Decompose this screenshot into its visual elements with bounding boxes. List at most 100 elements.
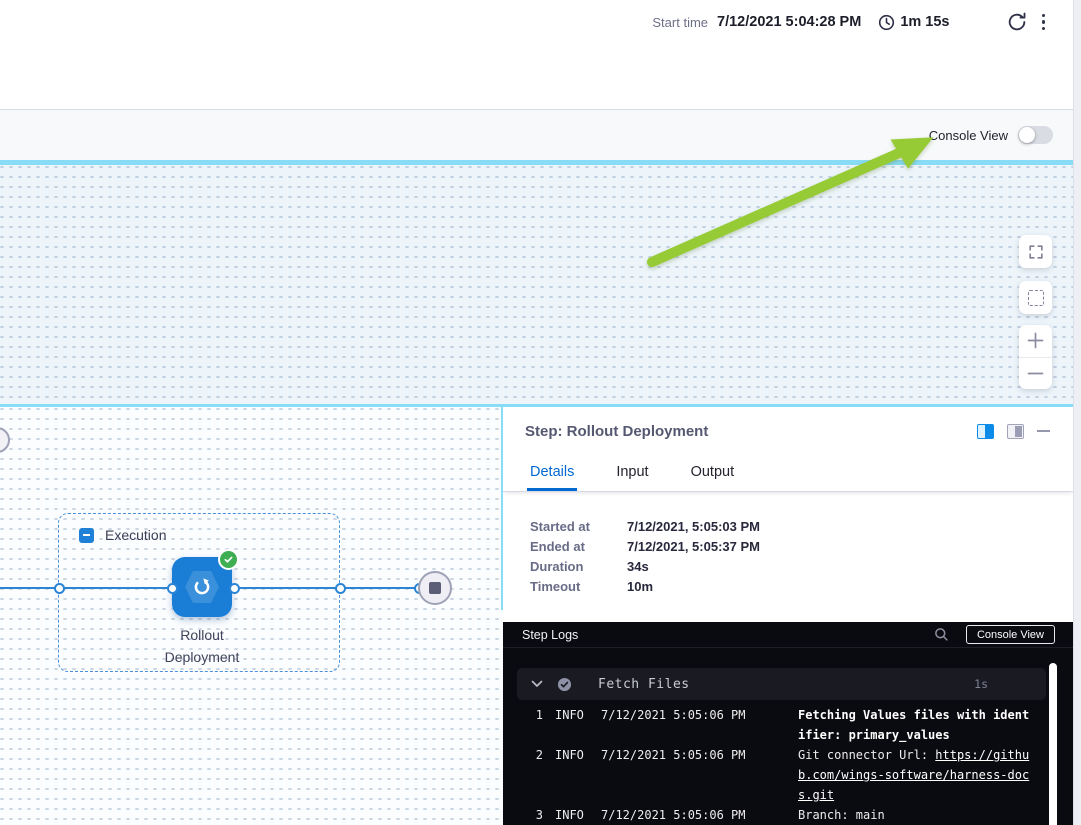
refresh-button[interactable] <box>1006 11 1028 33</box>
check-circle-icon <box>557 677 572 692</box>
log-group-row[interactable]: Fetch Files 1s <box>517 668 1046 700</box>
success-badge <box>218 549 239 570</box>
start-time-label: Start time <box>652 14 709 30</box>
log-timestamp: 7/12/2021 5:05:06 PM <box>601 748 746 762</box>
rollout-icon <box>190 575 214 599</box>
stop-icon <box>429 582 441 594</box>
pipeline-canvas-lower[interactable]: Execution Rollout Deployment <box>0 407 503 825</box>
zoom-controls <box>1019 325 1052 389</box>
zoom-out-icon <box>1027 365 1044 382</box>
detail-label: Timeout <box>530 579 581 594</box>
select-area-button[interactable] <box>1019 281 1052 314</box>
log-timestamp: 7/12/2021 5:05:06 PM <box>601 708 746 722</box>
elapsed-value: 1m 15s <box>900 14 950 30</box>
log-line: 2 INFO 7/12/2021 5:05:06 PM Git connecto… <box>503 745 1074 805</box>
chevron-down-icon[interactable] <box>531 680 543 688</box>
log-message: Fetching Values files with identifier: p… <box>798 705 1036 745</box>
detail-label: Started at <box>530 519 590 534</box>
fullscreen-button[interactable] <box>1019 235 1052 268</box>
page-scrollbar-track[interactable] <box>1073 0 1081 825</box>
clock-icon <box>878 14 895 31</box>
step-logs-actions: Console View <box>934 625 1055 644</box>
minimize-panel-button[interactable] <box>1037 429 1050 433</box>
detail-value: 7/12/2021, 5:05:37 PM <box>627 539 760 554</box>
detail-label: Duration <box>530 559 584 574</box>
detail-value: 7/12/2021, 5:05:03 PM <box>627 519 760 534</box>
log-console-view-button[interactable]: Console View <box>965 625 1055 644</box>
kebab-icon <box>1041 20 1045 24</box>
detail-row: Started at 7/12/2021, 5:05:03 PM <box>530 520 1074 534</box>
rollout-deployment-node[interactable] <box>172 549 239 617</box>
panel-header: Step: Rollout Deployment <box>503 407 1074 455</box>
pipeline-end-node[interactable] <box>418 571 452 605</box>
log-level: INFO <box>555 808 584 822</box>
zoom-in-icon <box>1027 332 1044 349</box>
log-line-number: 3 <box>535 808 543 822</box>
detail-row: Duration 34s <box>530 560 1074 574</box>
console-view-toggle[interactable] <box>1018 126 1053 144</box>
step-logs-panel: Step Logs Console View Fetch <box>503 622 1074 825</box>
log-message-text: Git connector Url: <box>798 748 936 762</box>
step-logs-header: Step Logs Console View <box>503 622 1074 648</box>
kebab-icon <box>1041 26 1045 31</box>
log-message: Branch: main <box>798 805 1036 825</box>
detail-value: 34s <box>627 559 649 574</box>
zoom-in-button[interactable] <box>1019 325 1052 357</box>
log-timestamp: 7/12/2021 5:05:06 PM <box>601 808 746 822</box>
execution-header: Start time 7/12/2021 5:04:28 PM 1m 15s <box>0 0 1081 110</box>
divider <box>1019 356 1052 358</box>
kebab-icon <box>1041 13 1045 18</box>
log-scrollbar[interactable] <box>1049 663 1057 825</box>
log-line: 1 INFO 7/12/2021 5:05:06 PM Fetching Val… <box>503 705 1074 745</box>
detail-row: Ended at 7/12/2021, 5:05:37 PM <box>530 540 1074 554</box>
log-message-text: Branch: main <box>798 808 885 822</box>
node-label: Rollout Deployment <box>164 627 240 665</box>
panel-header-icons <box>977 423 1050 439</box>
split-pane-right-icon[interactable] <box>977 423 994 439</box>
split-pane-bottom-icon[interactable] <box>1007 423 1024 439</box>
expand-icon <box>1028 244 1044 260</box>
log-level: INFO <box>555 748 584 762</box>
search-icon <box>934 627 949 642</box>
log-group-name: Fetch Files <box>598 676 690 692</box>
log-message-bold: Fetching Values files with identifier: p… <box>798 708 1030 742</box>
tab[interactable]: Output <box>690 464 735 480</box>
detail-row: Timeout 10m <box>530 580 1074 594</box>
start-time-value: 7/12/2021 5:04:28 PM <box>717 14 862 30</box>
refresh-icon <box>1006 11 1028 33</box>
detail-value: 10m <box>627 579 654 594</box>
edge-connector[interactable] <box>335 583 346 594</box>
more-options-button[interactable] <box>1041 13 1045 31</box>
log-level: INFO <box>555 708 584 722</box>
execution-group-label: Execution <box>105 527 167 543</box>
log-group-duration: 1s <box>974 677 988 691</box>
detail-label: Ended at <box>530 539 585 554</box>
log-line-number: 2 <box>535 748 543 762</box>
node-hexagon <box>185 571 219 603</box>
execution-meta-row: Start time 7/12/2021 5:04:28 PM 1m 15s <box>652 8 1045 36</box>
zoom-out-button[interactable] <box>1019 358 1052 390</box>
offscreen-node <box>0 427 10 453</box>
step-details-panel: Step: Rollout Deployment Details Input O… <box>503 407 1074 825</box>
collapse-group-button[interactable] <box>79 527 94 543</box>
log-search-button[interactable] <box>934 627 949 642</box>
edge-connector[interactable] <box>229 583 240 594</box>
panel-title: Step: Rollout Deployment <box>525 422 709 440</box>
log-line: 3 INFO 7/12/2021 5:05:06 PM Branch: main <box>503 805 1074 825</box>
marquee-icon <box>1027 289 1044 306</box>
log-lines: 1 INFO 7/12/2021 5:05:06 PM Fetching Val… <box>503 705 1074 825</box>
step-logs-title: Step Logs <box>522 627 579 642</box>
edge-connector[interactable] <box>167 583 178 594</box>
edge-connector[interactable] <box>54 583 65 594</box>
pipeline-canvas-upper[interactable] <box>0 160 1081 407</box>
console-view-label: Console View <box>928 127 1008 143</box>
tab[interactable]: Input <box>616 464 649 480</box>
toggle-knob <box>1019 127 1035 143</box>
tab[interactable]: Details <box>527 455 578 491</box>
log-link[interactable]: https://github.com/wings-software/harnes… <box>798 748 1030 802</box>
canvas-panel-divider <box>501 407 503 610</box>
canvas-toolbar: Console View <box>0 110 1081 160</box>
execution-group-header: Execution <box>79 527 166 543</box>
panel-tabs: Details Input Output <box>503 455 1074 492</box>
